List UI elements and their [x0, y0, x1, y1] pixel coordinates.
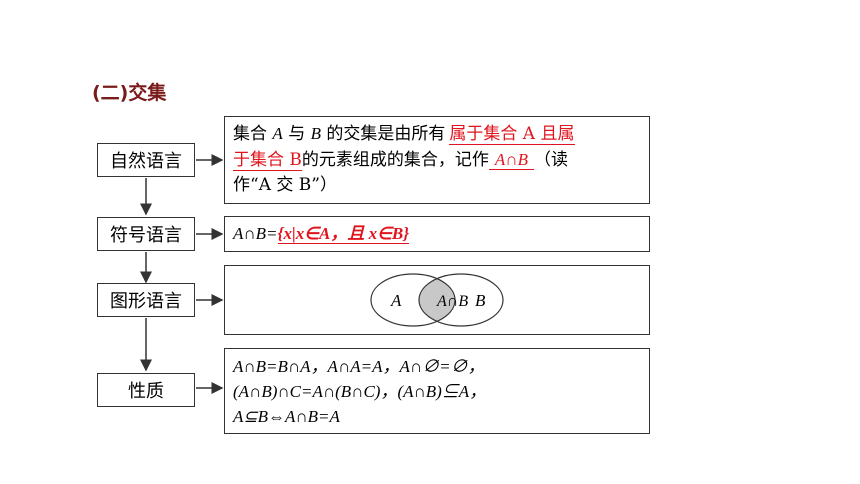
- natural-text: （读: [533, 150, 568, 170]
- property-line-1: A∩B=B∩A，A∩A=A，A∩∅=∅，: [233, 357, 485, 376]
- answer-blank-symbolic: {x|x∈A，且 x∈B}: [277, 224, 410, 244]
- label-graphic-language: 图形语言: [97, 283, 195, 317]
- venn-label-b: B: [475, 291, 486, 310]
- graphic-language-box: A A∩B B: [224, 265, 650, 335]
- properties-box: A∩B=B∩A，A∩A=A，A∩∅=∅， (A∩B)∩C=A∩(B∩C)，(A∩…: [224, 348, 650, 434]
- symbolic-language-box: A∩B={x|x∈A，且 x∈B}: [224, 216, 650, 252]
- natural-text: 的元素组成的集合，记作: [301, 150, 489, 170]
- natural-text: 集合: [233, 124, 273, 144]
- venn-intersection: [419, 274, 455, 326]
- venn-circle-a: [370, 273, 456, 327]
- var-b: B: [310, 124, 321, 143]
- var-a: A: [272, 124, 283, 143]
- section-title: (二)交集: [92, 82, 167, 104]
- natural-line-3: 作“A 交 B”）: [233, 175, 337, 195]
- answer-blank-3: A∩B: [488, 150, 534, 170]
- venn-circle-b: [418, 273, 504, 327]
- venn-label-a: A: [390, 291, 402, 310]
- symbolic-prefix: A∩B=: [233, 224, 278, 243]
- property-line-3: A⊆B⇔A∩B=A: [233, 407, 340, 426]
- natural-text: 的交集是由所有: [321, 124, 446, 144]
- venn-diagram: A A∩B B: [370, 273, 504, 327]
- answer-blank-1: 属于集合 A 且属: [449, 124, 575, 145]
- natural-text: 与: [282, 124, 311, 144]
- label-properties: 性质: [97, 373, 195, 407]
- natural-language-box: 集合 A 与 B 的交集是由所有属于集合 A 且属 于集合 B的元素组成的集合，…: [224, 116, 650, 204]
- natural-line-1: 集合 A 与 B 的交集是由所有属于集合 A 且属: [233, 121, 641, 147]
- label-symbolic-language: 符号语言: [97, 217, 195, 251]
- label-natural-language: 自然语言: [97, 143, 195, 177]
- answer-blank-2: 于集合 B: [233, 150, 302, 171]
- property-line-2: (A∩B)∩C=A∩(B∩C)，(A∩B)⊆A，: [233, 382, 487, 401]
- venn-label-center: A∩B: [436, 293, 468, 310]
